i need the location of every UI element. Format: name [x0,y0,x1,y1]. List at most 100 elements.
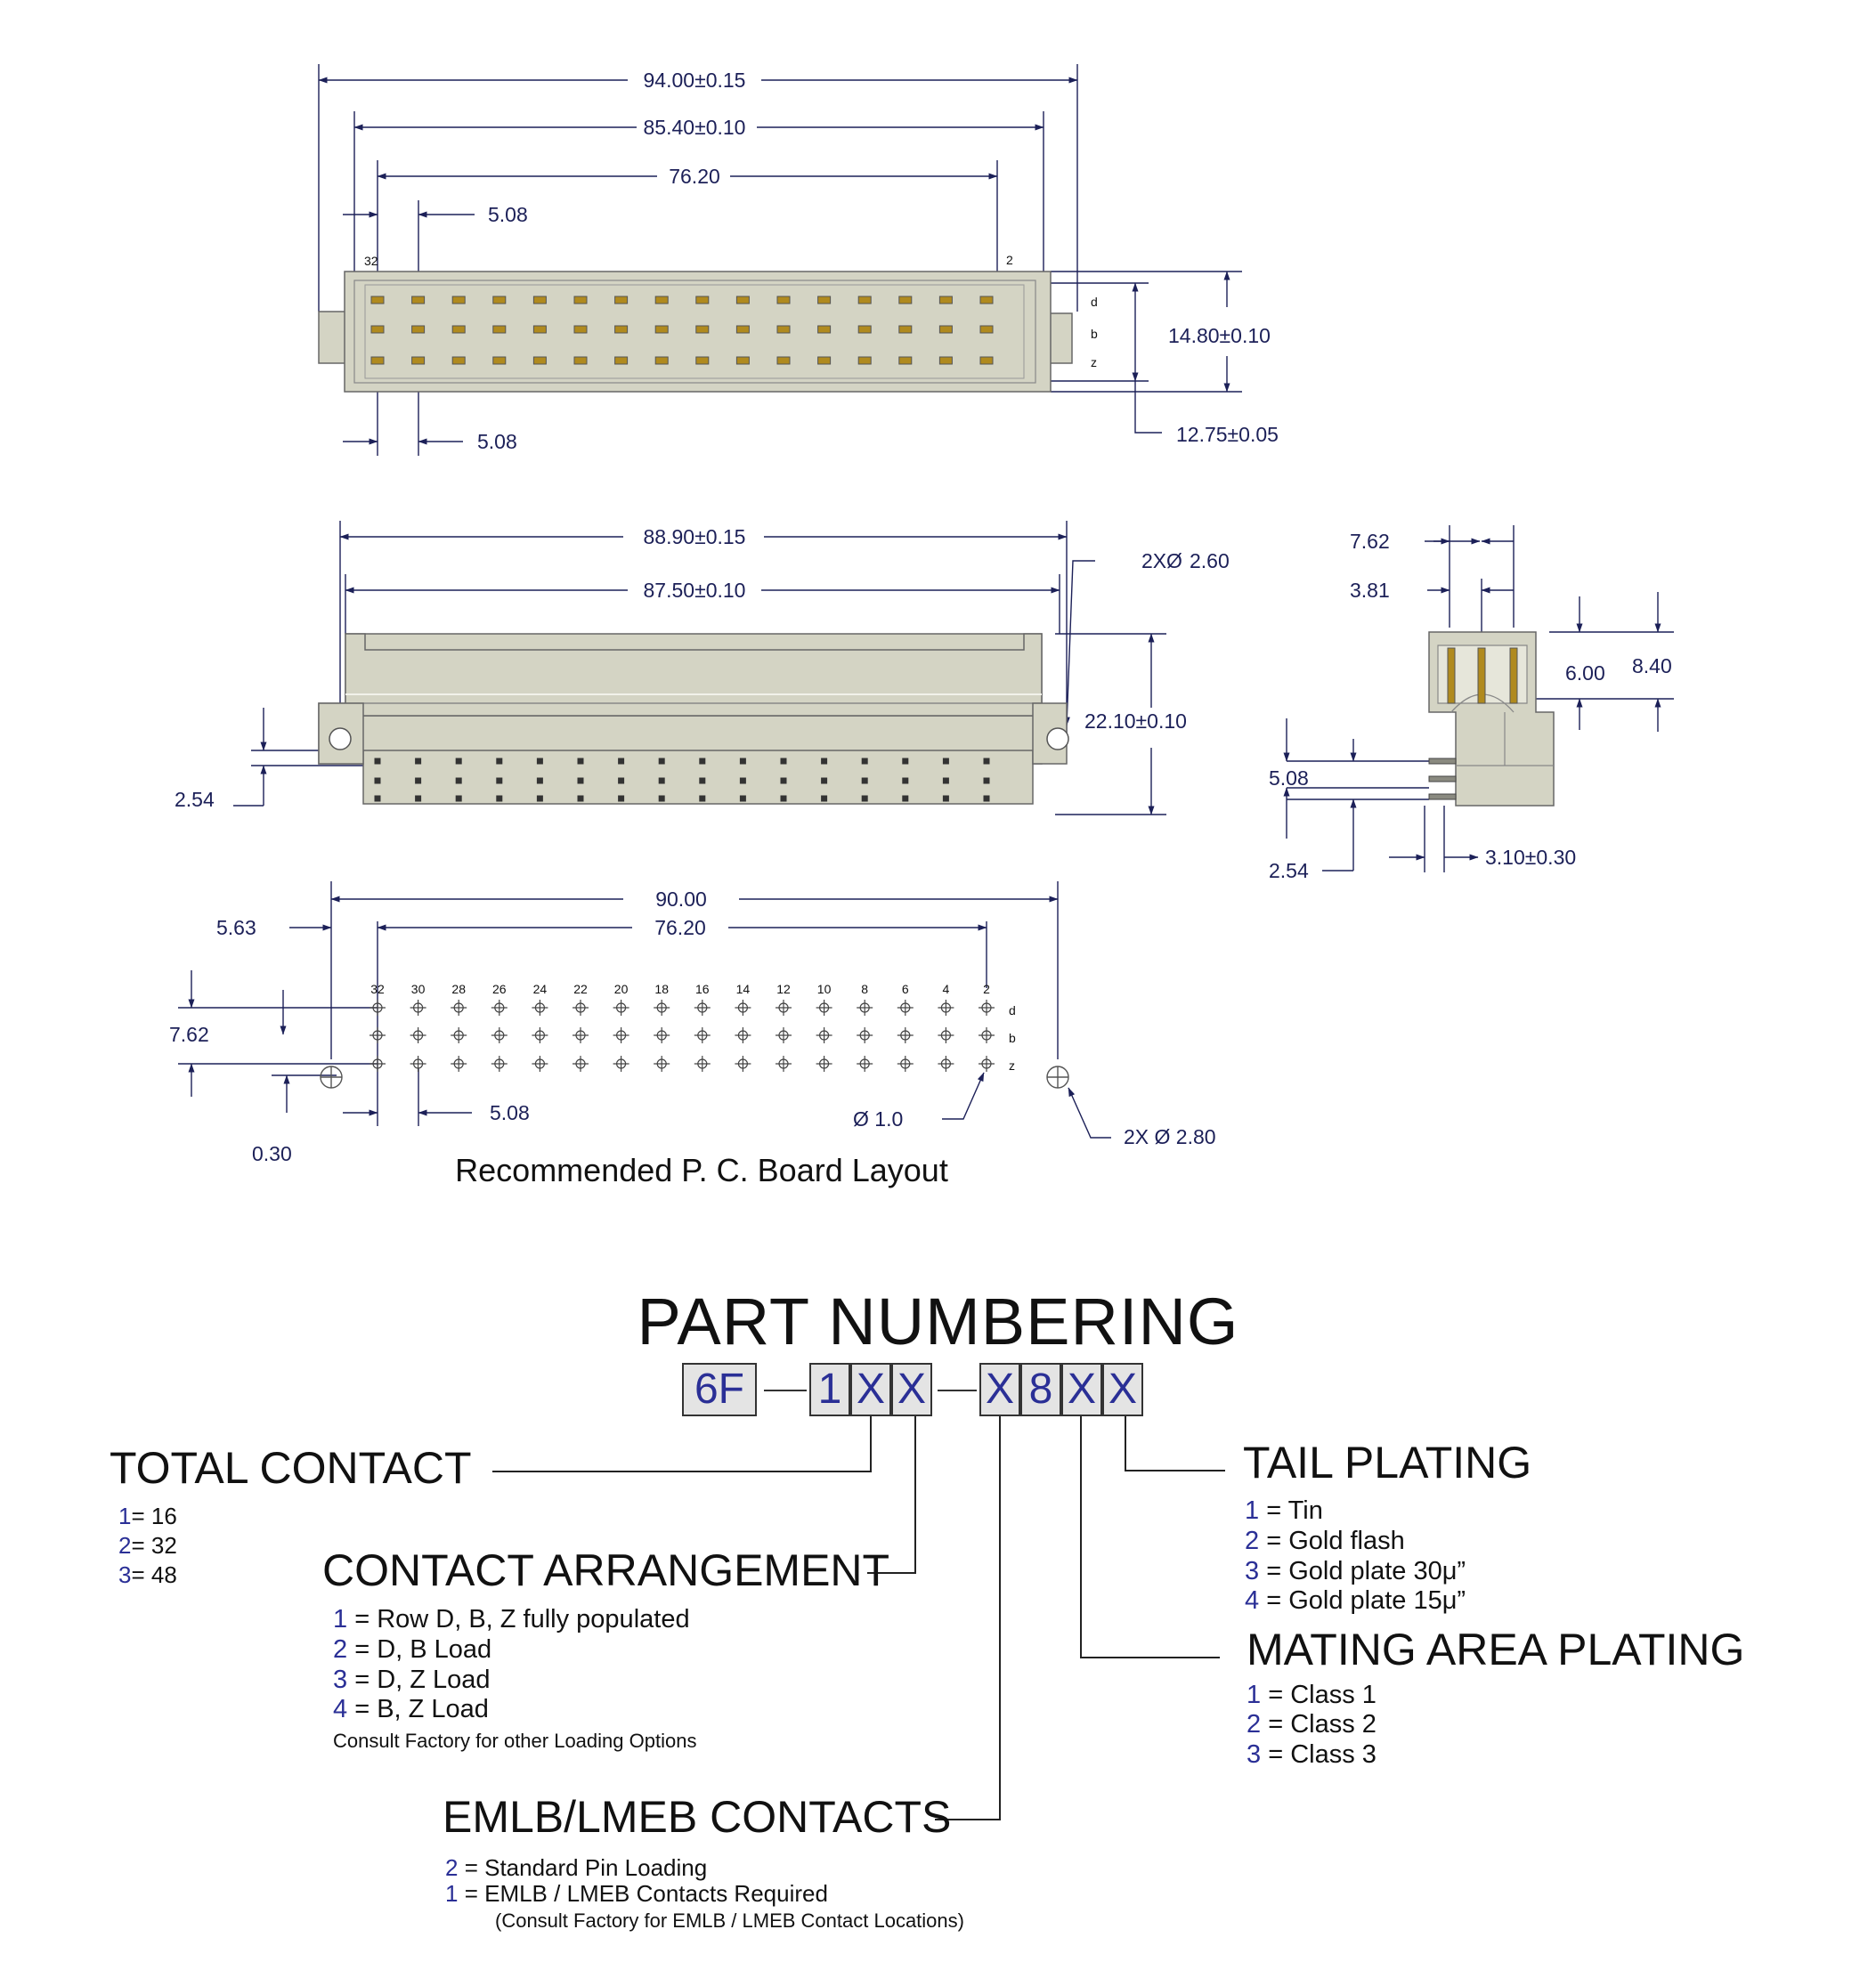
column-number: 6 [902,982,909,996]
contact-pin [370,325,385,334]
dim-5-08-pcb: 5.08 [490,1101,530,1124]
pcb-hole [857,1056,873,1072]
contact-arrangement-heading: CONTACT ARRANGEMENT [322,1545,890,1595]
pcb-mount-holes [320,1066,1069,1089]
pcb-hole [654,1000,670,1016]
column-number: 32 [370,982,385,996]
pin-end [983,758,990,765]
pcb-hole [370,1056,386,1072]
dim-5-08-bottom: 5.08 [477,430,517,453]
pin-end [496,758,503,765]
dim-90-00: 90.00 [655,888,707,911]
column-number: 18 [654,982,669,996]
contact-pin [735,296,750,304]
pn-box-total-contact: X [850,1363,891,1416]
contact-pin [654,356,669,365]
pin-end [577,777,584,784]
pin-end [942,758,949,765]
pcb-row-label-z: z [1009,1058,1015,1073]
pcb-hole [532,1056,548,1072]
option-text: = Gold flash [1259,1527,1405,1555]
option-text: = Class 3 [1261,1740,1377,1769]
column-number: 26 [492,982,507,996]
pin-end [658,777,665,784]
pcb-hole [776,1056,792,1072]
pcb-hole [532,1027,548,1043]
row-label-b: b [1091,327,1098,341]
contact-arrangement-option: 3 = D, Z Load [333,1666,491,1695]
pcb-hole [816,1056,832,1072]
front-view-labels: 88.90±0.15 87.50±0.10 2X Ø 2.60 22.10±0.… [175,525,1230,811]
contact-pin [532,356,547,365]
pin-end [374,758,381,765]
option-code: 1 [445,1880,459,1907]
option-code: 4 [333,1695,348,1723]
side-view [1283,525,1674,872]
pin-end [536,795,543,802]
pcb-hole [735,1027,751,1043]
option-text: = 32 [131,1532,177,1559]
option-code: 3 [1245,1557,1260,1585]
pn-dash-1 [764,1390,807,1391]
contact-pin [735,325,750,334]
dim-0-30: 0.30 [252,1142,292,1165]
tail-plating-option: 2 = Gold flash [1245,1527,1405,1556]
front-view-housing [318,633,1069,805]
pcb-hole [776,1027,792,1043]
contact-pin [979,296,994,304]
pin-end [699,758,706,765]
contact-pin [817,325,832,334]
contact-pin [370,356,385,365]
dim-5-08-side: 5.08 [1269,766,1309,790]
pn-dash-2 [938,1390,977,1391]
pcb-hole [410,1056,426,1072]
pcb-hole [410,1000,426,1016]
pcb-hole [491,1027,508,1043]
pin-end [739,758,746,765]
total-contact-heading: TOTAL CONTACT [110,1443,472,1493]
dim-76-20-pcb: 76.20 [654,916,706,939]
pcb-hole [451,1056,467,1072]
pn-box-tail-plating: X [1102,1363,1143,1416]
contact-pin [614,356,629,365]
pin-end [983,777,990,784]
contact-pin [776,325,791,334]
column-number: 10 [817,982,832,996]
contact-pin [817,356,832,365]
option-code: 1 [1245,1496,1260,1525]
tail-plating-option: 3 = Gold plate 30μ” [1245,1557,1466,1586]
dim-5-08-top: 5.08 [488,203,528,226]
pcb-hole [654,1056,670,1072]
contact-pin [817,296,832,304]
column-number: 2 [983,982,990,996]
option-text: = EMLB / LMEB Contacts Required [458,1880,828,1907]
column-number: 30 [411,982,426,996]
contact-pin [411,325,426,334]
option-text: = 48 [131,1561,177,1588]
pin-end [739,777,746,784]
tail-plating-heading: TAIL PLATING [1243,1438,1532,1488]
column-number: 4 [943,982,950,996]
pin-end [618,777,625,784]
pcb-hole [491,1056,508,1072]
contact-arrangement-option: 4 = B, Z Load [333,1695,489,1724]
pin-end [658,795,665,802]
pin-end [942,795,949,802]
top-view-pin-grid [370,296,994,365]
option-code: 3 [1247,1740,1262,1769]
dim-2x-label: 2X [1141,549,1166,572]
side-view-housing [1428,631,1555,807]
option-text: = Class 1 [1261,1681,1377,1709]
pcb-layout [178,881,1111,1139]
pcb-hole [532,1000,548,1016]
pcb-hole [979,1056,995,1072]
emlb-note: (Consult Factory for EMLB / LMEB Contact… [495,1909,964,1932]
pcb-hole [979,1027,995,1043]
pin-end [780,795,787,802]
option-text: = Gold plate 15μ” [1259,1586,1466,1615]
dim-12-75: 12.75±0.05 [1176,423,1279,446]
contact-pin [898,356,913,365]
row-label-d: d [1091,295,1098,309]
contact-pin [898,296,913,304]
